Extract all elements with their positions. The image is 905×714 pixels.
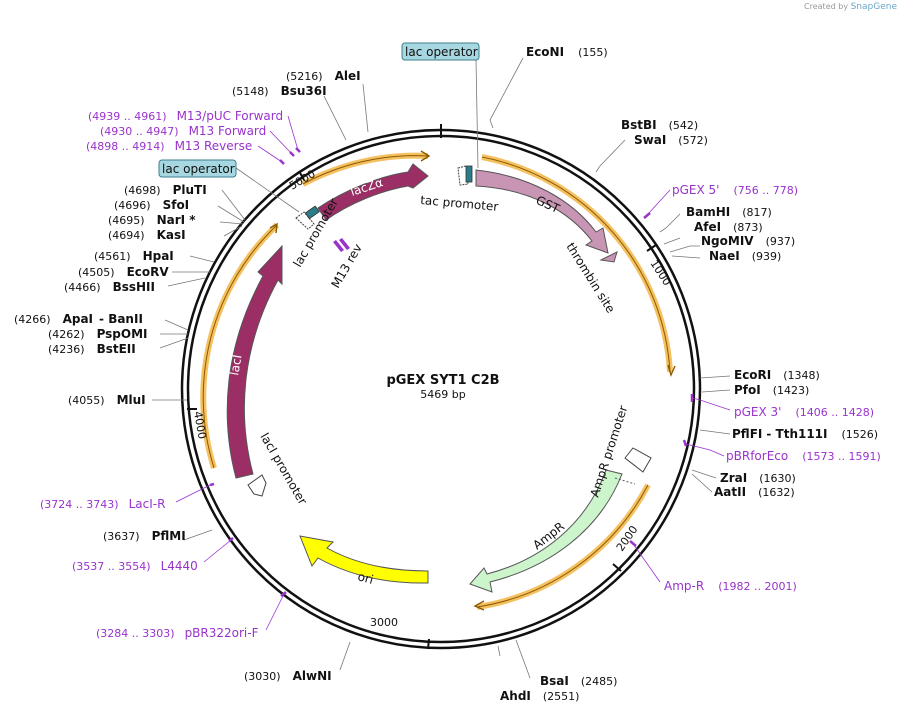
enzyme-naei[interactable]: NaeI(939) (709, 249, 781, 263)
ori-feature[interactable]: ori (299, 535, 429, 587)
enzyme-pfoi[interactable]: PfoI(1423) (734, 383, 809, 397)
laci-promoter[interactable]: lacI promoter (247, 431, 310, 508)
primer-m13-forward[interactable]: (4930 .. 4947)M13 Forward (100, 124, 266, 138)
enzyme-ecorv[interactable]: (4505)EcoRV (78, 265, 169, 279)
enzyme-afei[interactable]: AfeI(873) (694, 220, 763, 234)
snapgene-credit: Created by SnapGene (804, 2, 897, 12)
primer-laci-r[interactable]: (3724 .. 3743)LacI-R (40, 497, 165, 511)
enzyme-mlui[interactable]: (4055)MluI (68, 393, 146, 407)
enzyme-ecori[interactable]: EcoRI(1348) (734, 368, 820, 382)
tick-marks (187, 124, 657, 650)
enzyme-labels: EcoNI(155) BstBI(542) SwaI(572) BamHI(81… (500, 45, 878, 703)
tick-1000: 1000 (647, 258, 673, 289)
enzyme-pluti[interactable]: (4698)PluTI (124, 183, 207, 197)
plasmid-name: pGEX SYT1 C2B (386, 373, 499, 388)
enzyme-alei[interactable]: (5216)AleI (286, 69, 361, 83)
tick-4000: 4000 (191, 410, 209, 440)
tick-3000: 3000 (370, 616, 398, 629)
laci-promoter-label: lacI promoter (257, 431, 309, 508)
primer-leaders (175, 115, 731, 631)
enzyme-bsai[interactable]: BsaI(2485) (540, 674, 617, 688)
lac-operator-1-label: lac operator (405, 45, 478, 59)
enzyme-leaders (152, 57, 731, 679)
enzyme-bsshii[interactable]: (4466)BssHII (64, 280, 155, 294)
plasmid-title: pGEX SYT1 C2B 5469 bp (386, 373, 499, 401)
lac-operator-box-1[interactable]: lac operator (401, 42, 480, 61)
enzyme-pflmi[interactable]: (3637)PflMI (103, 529, 186, 543)
lac-operator-2-label: lac operator (162, 162, 235, 176)
primer-ampr[interactable]: Amp-R(1982 .. 2001) (664, 579, 797, 593)
primer-pgex3[interactable]: pGEX 3'(1406 .. 1428) (734, 405, 874, 419)
enzyme-pflfi[interactable]: PflFI- Tth111I(1526) (732, 427, 878, 441)
enzyme-bsu36i[interactable]: (5148)Bsu36I (232, 84, 327, 98)
enzyme-hpai[interactable]: (4561)HpaI (94, 249, 174, 263)
primer-pbrforeco[interactable]: pBRforEco(1573 .. 1591) (726, 449, 881, 463)
thrombin-site[interactable]: thrombin site (563, 240, 618, 315)
operator-leaders (235, 59, 479, 213)
laci-label: lacI (227, 354, 244, 377)
tac-promoter-label: tac promoter (420, 193, 499, 214)
gst-label: GST (534, 193, 562, 216)
enzyme-aatii[interactable]: AatII(1632) (714, 485, 795, 499)
enzyme-kasi[interactable]: (4694)KasI (108, 228, 186, 242)
primer-marks (209, 147, 694, 597)
primer-l4440[interactable]: (3537 .. 3554)L4440 (72, 559, 198, 573)
m13-rev-feature[interactable]: M13 rev (328, 238, 365, 291)
enzyme-labels-left: (3030)AlwNI (3637)PflMI (4055)MluI (4236… (14, 69, 361, 683)
enzyme-apai[interactable]: (4266)ApaI- BanII (14, 312, 143, 326)
enzyme-alwni[interactable]: (3030)AlwNI (244, 669, 332, 683)
enzyme-pspomi[interactable]: (4262)PspOMI (48, 327, 148, 341)
tac-promoter[interactable]: tac promoter (420, 165, 499, 214)
enzyme-bsteii[interactable]: (4236)BstEII (48, 342, 136, 356)
primer-m13-puc-forward[interactable]: (4939 .. 4961)M13/pUC Forward (88, 109, 283, 123)
primer-pbr322ori[interactable]: (3284 .. 3303)pBR322ori-F (96, 626, 259, 640)
enzyme-ahdi[interactable]: AhdI(2551) (500, 689, 579, 703)
enzyme-bstbi[interactable]: BstBI(542) (621, 118, 698, 132)
primer-labels: pGEX 5'(756 .. 778) pGEX 3'(1406 .. 1428… (40, 109, 881, 640)
ori-label: ori (356, 569, 375, 587)
ampr-promoter[interactable]: AmpR promoter (588, 404, 652, 499)
enzyme-zrai[interactable]: ZraI(1630) (720, 471, 796, 485)
ampr-feature[interactable]: AmpR (469, 469, 636, 593)
lac-operator-box-2[interactable]: lac operator (158, 159, 237, 178)
laci-feature[interactable]: lacI (226, 244, 283, 479)
enzyme-swai[interactable]: SwaI(572) (634, 133, 708, 147)
enzyme-econi[interactable]: EcoNI(155) (526, 45, 608, 59)
credit-prefix: Created by (804, 2, 849, 11)
lac-promoter[interactable]: lac promoter (290, 196, 341, 270)
primer-m13-reverse[interactable]: (4898 .. 4914)M13 Reverse (86, 139, 252, 153)
thrombin-label: thrombin site (563, 240, 617, 315)
plasmid-length: 5469 bp (420, 388, 465, 401)
credit-brand: SnapGene (850, 2, 897, 12)
orf-arcs (200, 150, 676, 611)
enzyme-bamhi[interactable]: BamHI(817) (686, 205, 772, 219)
enzyme-ngomiv[interactable]: NgoMIV(937) (701, 234, 795, 248)
primer-pgex5[interactable]: pGEX 5'(756 .. 778) (672, 183, 798, 197)
enzyme-nari[interactable]: (4695)NarI * (108, 213, 196, 227)
enzyme-sfoi[interactable]: (4696)SfoI (114, 198, 189, 212)
